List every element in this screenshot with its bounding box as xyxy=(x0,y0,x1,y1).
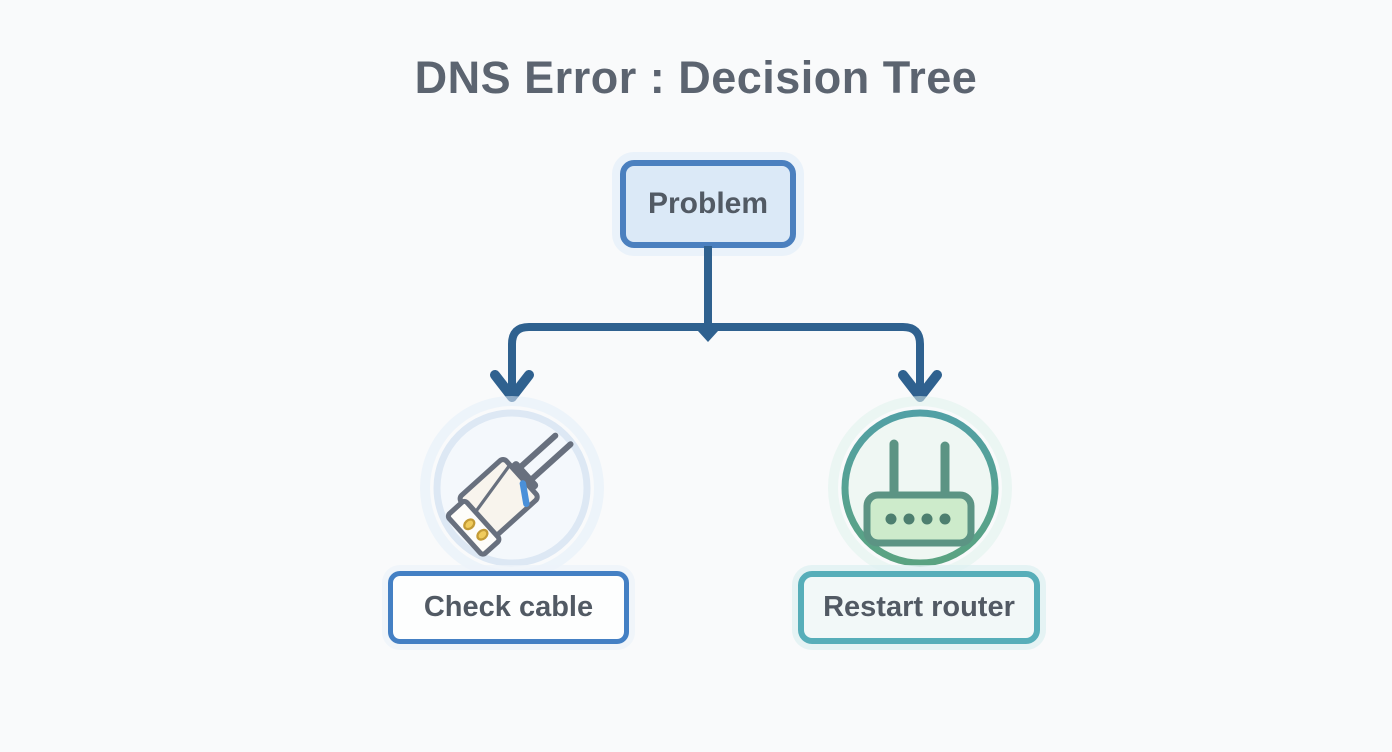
check-cable-node: Check cable xyxy=(388,571,629,644)
problem-node: Problem xyxy=(620,160,796,248)
arrow-down-left-icon xyxy=(490,370,534,402)
ethernet-cable-icon xyxy=(430,406,594,570)
page-title: DNS Error : Decision Tree xyxy=(414,52,978,103)
router-icon xyxy=(838,406,1002,570)
problem-node-label: Problem xyxy=(647,187,769,220)
restart-router-label: Restart router xyxy=(823,591,1015,623)
arrow-down-right-icon xyxy=(898,370,942,402)
restart-router-node: Restart router xyxy=(798,571,1040,644)
check-cable-label: Check cable xyxy=(423,591,594,623)
